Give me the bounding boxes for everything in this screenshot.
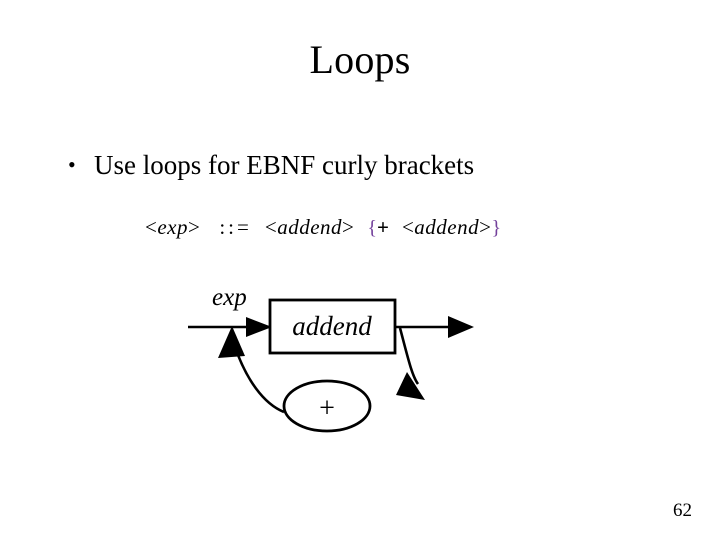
arrow-into-loop-icon bbox=[396, 372, 425, 400]
bullet-marker-icon: • bbox=[68, 152, 76, 177]
terminal-ellipse bbox=[282, 379, 372, 433]
railroad-diagram-svg: addend + exp bbox=[188, 284, 474, 433]
terminal-ellipse-label: + bbox=[319, 393, 335, 424]
ebnf-production: <exp>::=<addend>{+<addend>} bbox=[145, 213, 501, 242]
railroad-diagram: addend + exp bbox=[160, 272, 500, 447]
bullet-text: Use loops for EBNF curly brackets bbox=[94, 150, 475, 180]
page-number: 62 bbox=[673, 500, 692, 521]
nonterminal-box-label: addend bbox=[292, 311, 372, 341]
angle-open-icon: < bbox=[264, 215, 278, 239]
angle-open-icon: < bbox=[401, 215, 415, 239]
list-item: • Use loops for EBNF curly brackets bbox=[68, 148, 668, 184]
entry-label: exp bbox=[212, 284, 247, 311]
production-defines-symbol: ::= bbox=[219, 215, 252, 239]
arrow-into-box-icon bbox=[246, 317, 272, 337]
loop-right-curve bbox=[398, 327, 420, 385]
angle-close-icon: > bbox=[342, 215, 355, 239]
production-operator: + bbox=[376, 215, 389, 239]
angle-close-icon: > bbox=[479, 215, 492, 239]
production-lhs-name: exp bbox=[157, 215, 188, 239]
production-rhs-first: <addend> bbox=[265, 215, 355, 239]
angle-open-icon: < bbox=[145, 215, 158, 239]
production-rhs-repeat-name: addend bbox=[414, 215, 480, 239]
curly-brace-open: { bbox=[367, 217, 377, 239]
arrow-loop-back-icon bbox=[218, 326, 245, 358]
page-title: Loops bbox=[309, 37, 411, 82]
production-rhs-repeat: <addend> bbox=[402, 215, 492, 239]
angle-close-icon: > bbox=[188, 215, 201, 239]
production-lhs: <exp> bbox=[145, 215, 200, 239]
curly-brace-close: } bbox=[491, 217, 502, 239]
production-rhs-first-name: addend bbox=[277, 215, 343, 239]
arrow-exit-icon bbox=[448, 316, 474, 338]
